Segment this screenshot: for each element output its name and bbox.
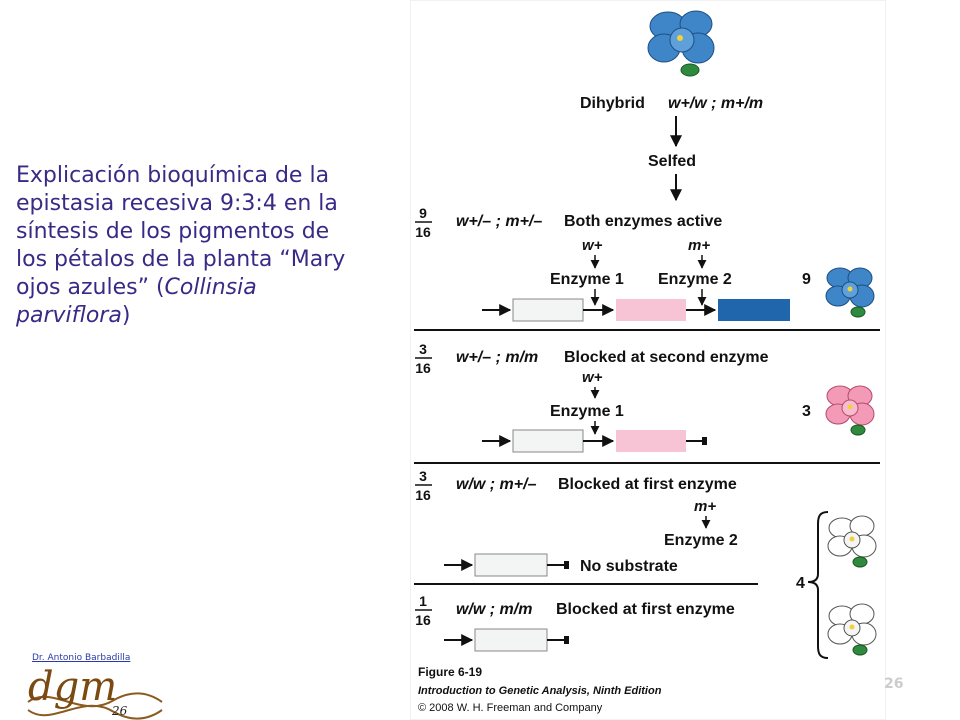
pink-flower-icon <box>825 385 875 436</box>
blue-pigment <box>718 299 790 321</box>
fraction-numerator: 3 <box>419 341 427 357</box>
text-line: ojos azules” (Collinsia <box>16 274 396 302</box>
white-flower-icon <box>827 603 877 656</box>
block-bar-icon <box>564 561 569 569</box>
row-genotype: w/w ; m+/– <box>456 476 537 493</box>
pink-pigment <box>616 299 686 321</box>
dihybrid-genotype: w+/w ; m+/m <box>668 95 763 112</box>
fraction-denominator: 16 <box>415 487 431 503</box>
row-both-enzymes: 9 16 w+/– ; m+/– Both enzymes active w+ … <box>415 205 875 322</box>
brace <box>807 511 829 659</box>
row-status: Blocked at second enzyme <box>564 349 769 366</box>
block-bar-icon <box>564 636 569 644</box>
no-substrate-label: No substrate <box>580 558 678 575</box>
enzyme-1-label: Enzyme 1 <box>550 271 624 288</box>
phenotype-count: 9 <box>802 271 811 288</box>
block-bar-icon <box>702 437 707 445</box>
logo-helix-icon <box>27 704 163 720</box>
row-status: Both enzymes active <box>564 213 722 230</box>
fraction-numerator: 1 <box>419 593 427 609</box>
allele-m: m+ <box>688 237 710 254</box>
colorless-precursor <box>474 628 548 652</box>
text-line: parviflora) <box>16 302 396 330</box>
text-line: síntesis de los pigmentos de <box>16 219 330 244</box>
row-genotype: w/w ; m/m <box>456 601 532 618</box>
colorless-precursor <box>474 553 548 577</box>
logo-helix-icon <box>27 692 163 708</box>
white-flower-icon <box>827 515 877 568</box>
row-blocked-first-a: 3 16 w/w ; m+/– Blocked at first enzyme … <box>415 468 738 577</box>
phenotype-count: 4 <box>796 575 805 592</box>
row-blocked-first-b: 1 16 w/w ; m/m Blocked at first enzyme <box>415 593 735 652</box>
species-genus: Collinsia <box>164 275 257 300</box>
caption-book: Introduction to Genetic Analysis, Ninth … <box>418 685 662 697</box>
fraction-numerator: 3 <box>419 468 427 484</box>
page-number: 26 <box>112 704 128 718</box>
text-line: Explicación bioquímica de la <box>16 163 330 188</box>
fraction-denominator: 16 <box>415 224 431 240</box>
fraction-denominator: 16 <box>415 360 431 376</box>
row-status: Blocked at first enzyme <box>556 601 735 618</box>
row-genotype: w+/– ; m/m <box>456 349 538 366</box>
colorless-precursor <box>512 298 584 322</box>
page-number-ghost: 26 <box>884 676 904 692</box>
dgm-logo: dgm <box>27 664 163 720</box>
dihybrid-label: Dihybrid <box>580 95 645 112</box>
fraction-denominator: 16 <box>415 612 431 628</box>
caption-title: Figure 6-19 <box>418 665 482 679</box>
pink-pigment <box>616 430 686 452</box>
text-segment: ojos azules” ( <box>16 275 165 300</box>
species-epithet: parviflora <box>16 303 122 328</box>
colorless-precursor <box>512 429 584 453</box>
enzyme-2-label: Enzyme 2 <box>664 532 738 549</box>
selfed-label: Selfed <box>648 153 696 170</box>
enzyme-2-label: Enzyme 2 <box>658 271 732 288</box>
allele-m: m+ <box>694 498 716 515</box>
figure-panel <box>410 0 886 720</box>
allele-w: w+ <box>582 237 603 254</box>
author-link[interactable]: Dr. Antonio Barbadilla <box>32 653 131 663</box>
caption-copyright: © 2008 W. H. Freeman and Company <box>418 702 603 714</box>
row-status: Blocked at first enzyme <box>558 476 737 493</box>
blue-flower-icon <box>647 10 715 77</box>
text-segment: ) <box>121 303 131 328</box>
fraction-numerator: 9 <box>419 205 427 221</box>
row-genotype: w+/– ; m+/– <box>456 213 542 230</box>
blue-flower-icon <box>825 267 875 318</box>
row-blocked-second: 3 16 w+/– ; m/m Blocked at second enzyme… <box>415 341 875 453</box>
slide-description: Explicación bioquímica de la epistasia r… <box>16 162 396 330</box>
phenotype-count: 3 <box>802 403 811 420</box>
logo-text: dgm <box>28 664 117 710</box>
text-line: epistasia recesiva 9:3:4 en la <box>16 191 338 216</box>
pathway-figure: Dihybrid w+/w ; m+/m Selfed 9 16 w+/– ; … <box>410 0 886 720</box>
text-line: los pétalos de la planta “Mary <box>16 247 346 272</box>
allele-w: w+ <box>582 369 603 386</box>
enzyme-1-label: Enzyme 1 <box>550 403 624 420</box>
